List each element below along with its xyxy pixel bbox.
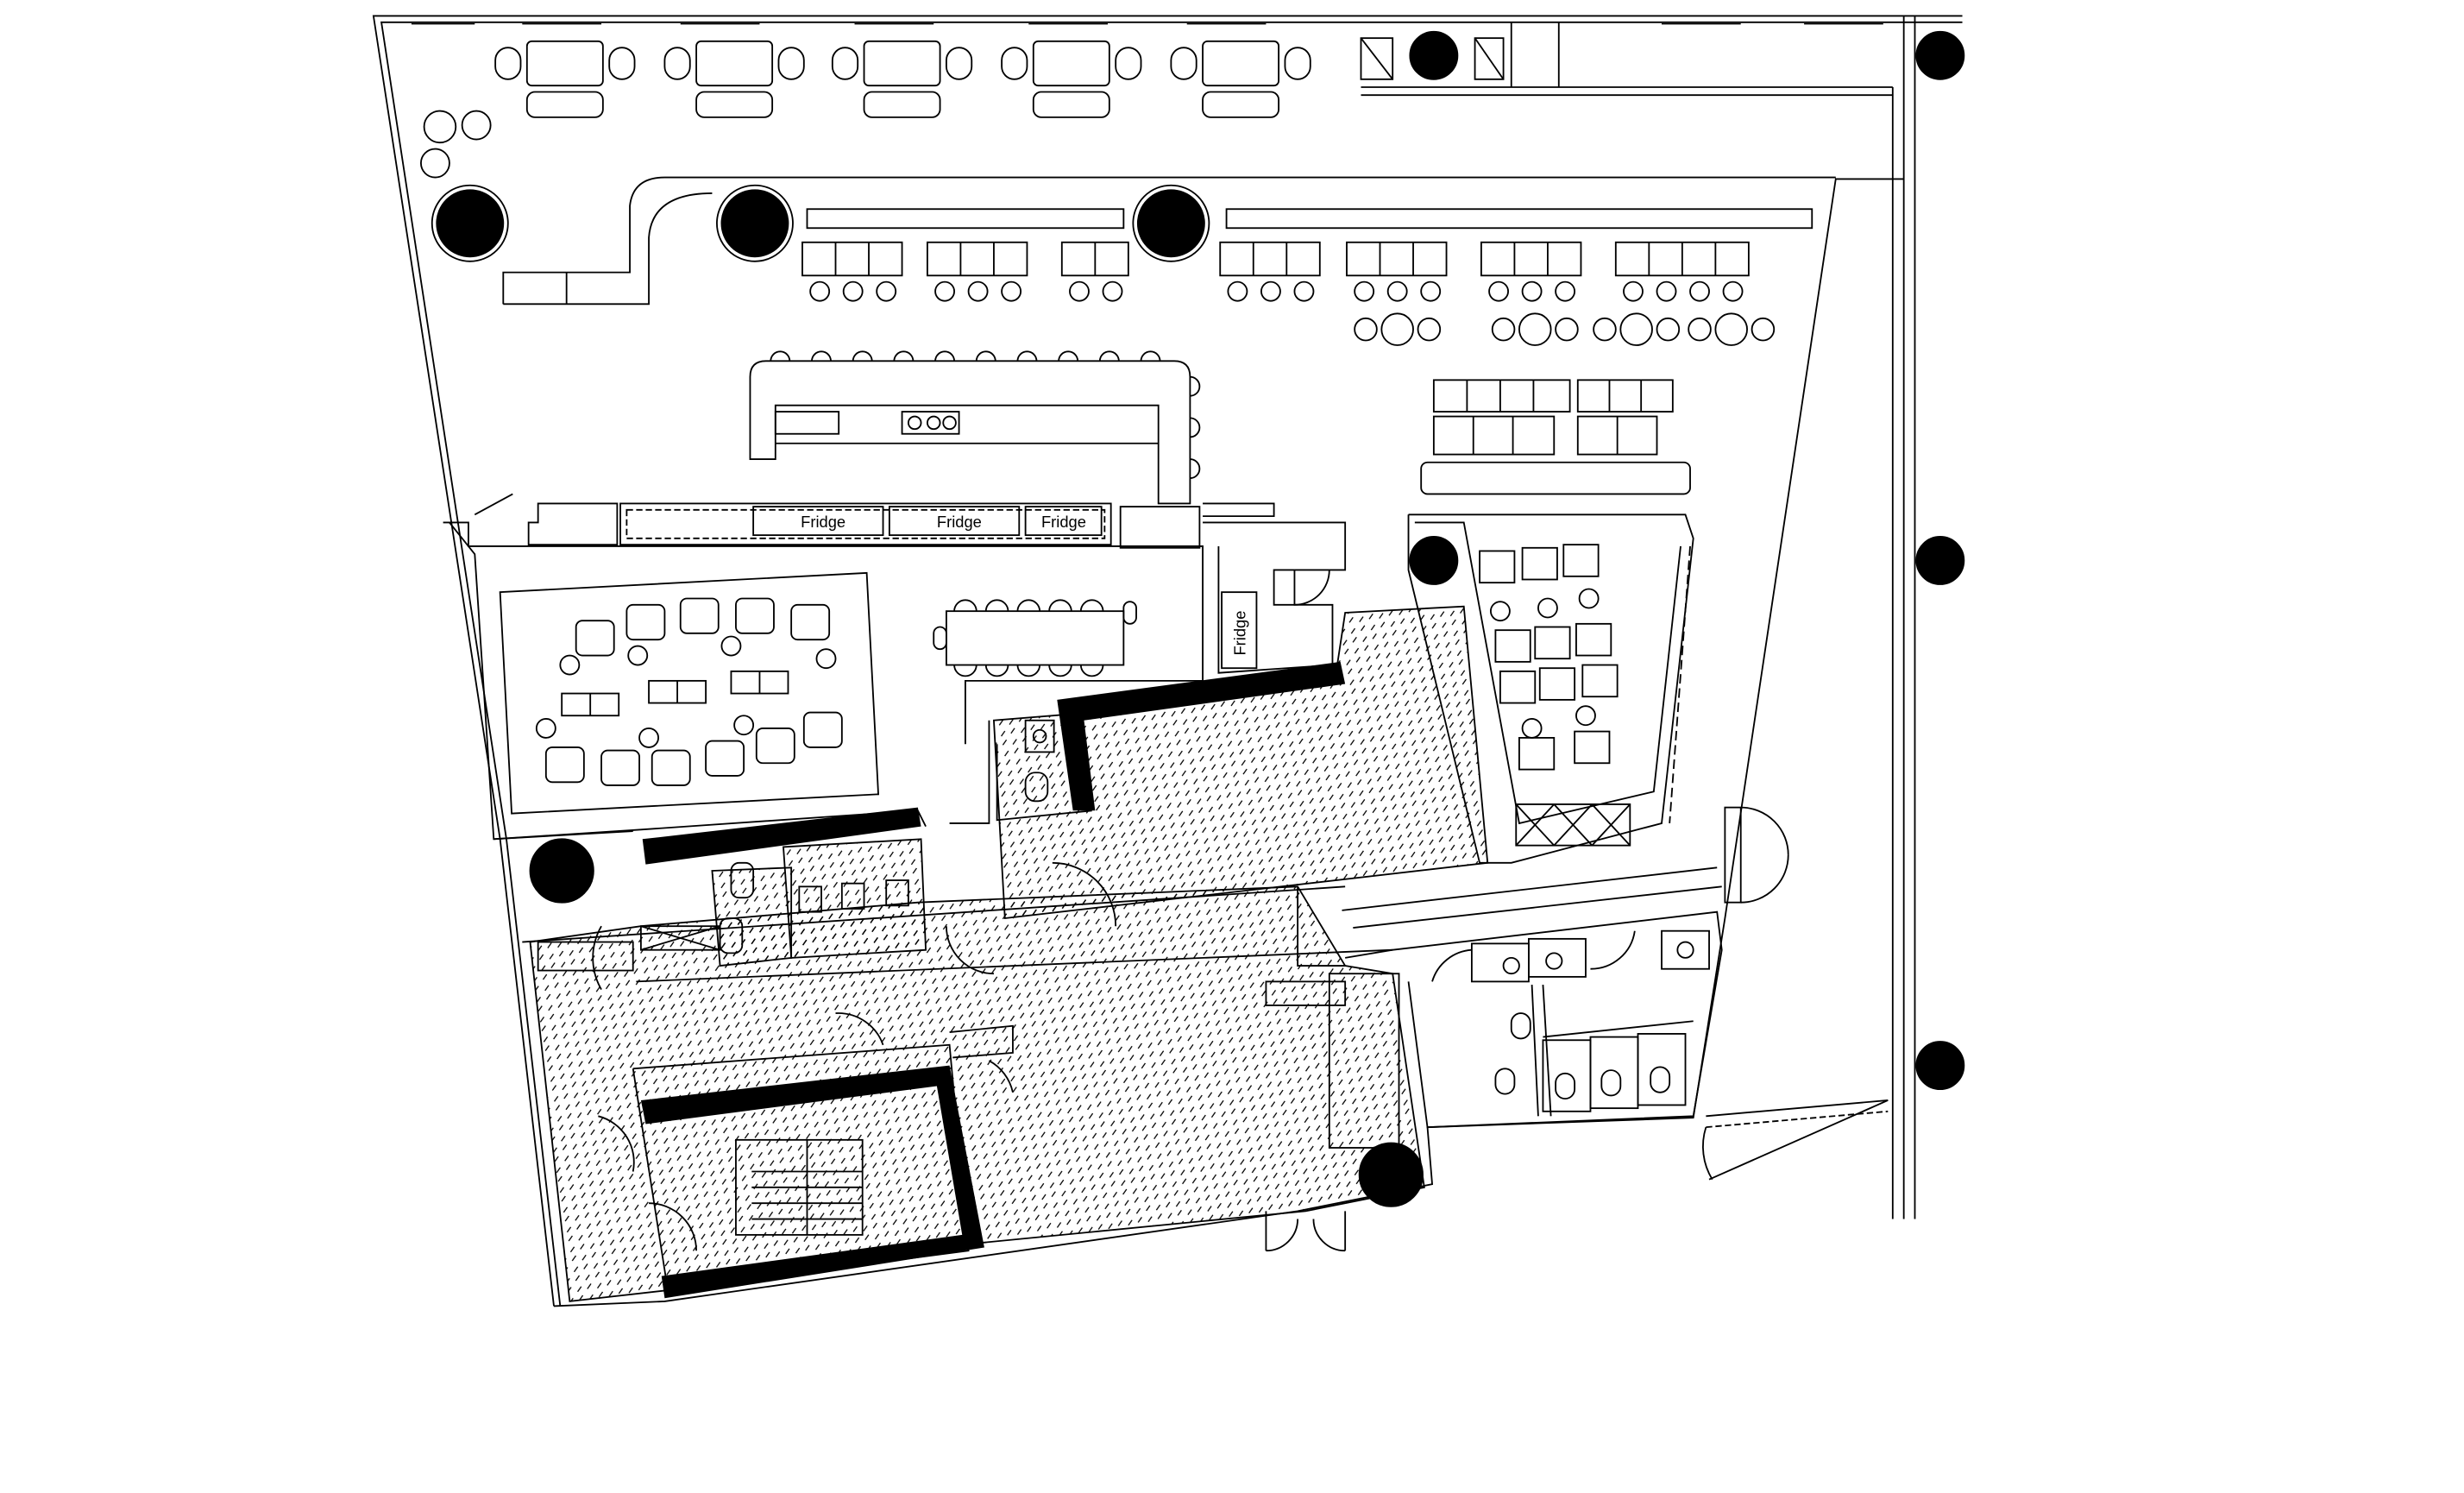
- structural-columns: [436, 30, 1965, 1207]
- banquette-counter: [502, 176, 1836, 306]
- fridge-label-4: Fridge: [1231, 611, 1249, 656]
- round-seat-clusters: [1354, 312, 1776, 346]
- back-of-house-walls: [493, 719, 1400, 1292]
- terrace-small-seats: [420, 110, 492, 179]
- restrooms: [1342, 866, 1723, 1129]
- lounge-chairs: [535, 597, 843, 786]
- fridge-label-3: Fridge: [1041, 513, 1086, 531]
- terrace-table-2: [663, 40, 805, 118]
- terrace-table-5: [1170, 40, 1311, 118]
- main-bar: [749, 360, 1191, 505]
- fridge-label-2: Fridge: [937, 513, 982, 531]
- side-entry-doors: [1702, 806, 1889, 1181]
- terrace-table-1: [494, 40, 636, 118]
- dining-table: [933, 599, 1137, 677]
- solid-walls[interactable]: [640, 661, 1346, 1299]
- store-room: [1203, 521, 1347, 674]
- entry-vestibule: [1360, 22, 1893, 97]
- back-of-house-hatched: [529, 605, 1489, 1302]
- terrace-table-3: [831, 40, 973, 118]
- back-bar: [527, 502, 1275, 549]
- column-rings: [431, 184, 1210, 262]
- bar-seating-row: [801, 241, 1750, 302]
- bar-stools: [770, 350, 1201, 480]
- fridge-label-1: Fridge: [801, 513, 845, 531]
- terrace-table-4: [1001, 40, 1142, 118]
- private-dining-room: [443, 493, 1204, 841]
